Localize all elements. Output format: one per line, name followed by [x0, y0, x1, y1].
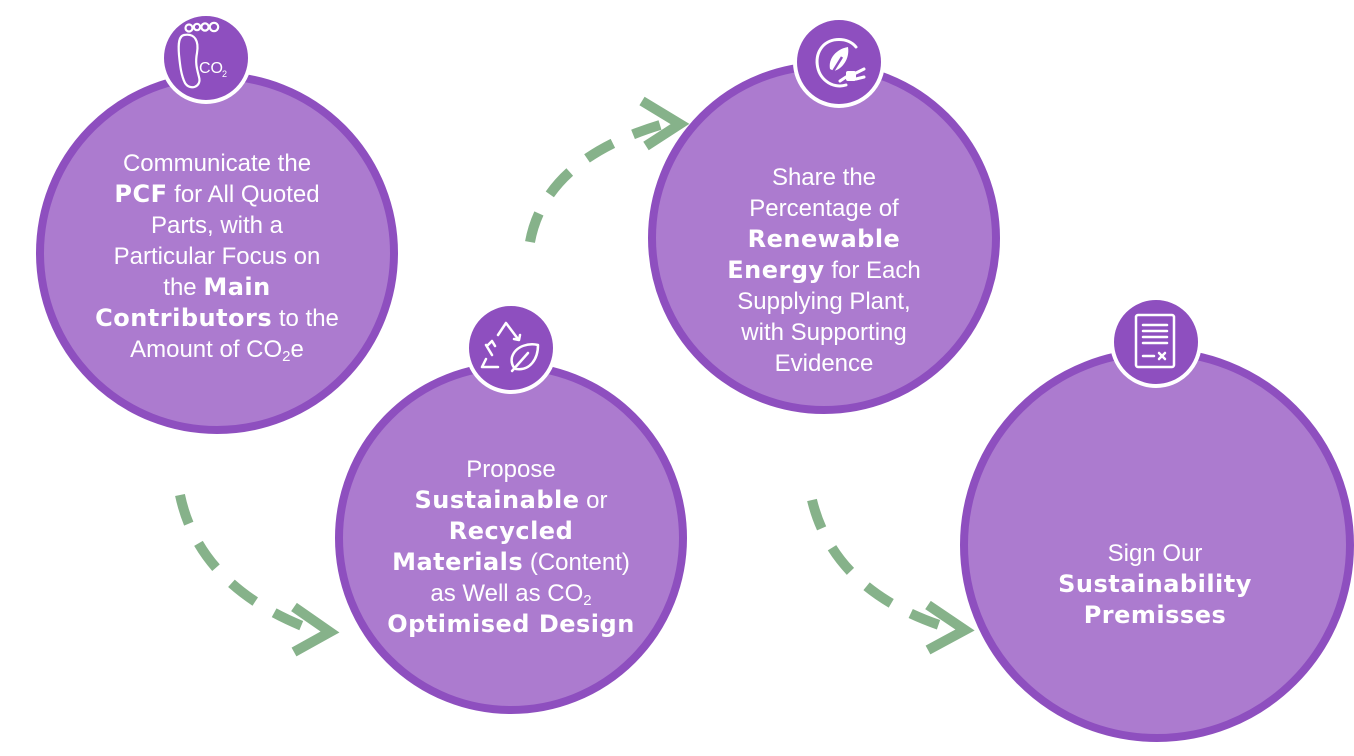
arrowhead-3 [925, 600, 975, 655]
svg-text:CO: CO [199, 60, 223, 77]
recycle-leaf-icon [480, 321, 540, 373]
step-3-text: Share the Percentage of Renewable Energy… [727, 164, 921, 377]
renewable-energy-plug-icon [815, 38, 866, 88]
co2-footprint-icon: CO 2 [177, 21, 227, 89]
svg-text:2: 2 [222, 69, 227, 79]
arrow-1-to-2 [175, 493, 320, 637]
step-4-badge [1110, 296, 1202, 388]
step-3-circle [648, 62, 1000, 414]
arrowhead-1 [291, 602, 340, 657]
signed-document-icon [1134, 313, 1176, 369]
arrowhead-2 [639, 96, 690, 151]
step-1-circle [36, 72, 398, 434]
arrow-2-to-3 [525, 120, 662, 243]
step-1-badge: CO 2 [160, 12, 252, 104]
step-2-text: Propose Sustainable or Recycled Material… [387, 456, 635, 638]
step-3-badge [793, 16, 885, 108]
step-4-circle [960, 348, 1354, 742]
arrow-3-to-4 [807, 498, 957, 635]
step-4-text: Sign Our Sustainability Premisses [1058, 540, 1252, 629]
step-2-badge [465, 302, 557, 394]
step-1-text: Communicate the PCF for All Quoted Parts… [95, 150, 339, 365]
